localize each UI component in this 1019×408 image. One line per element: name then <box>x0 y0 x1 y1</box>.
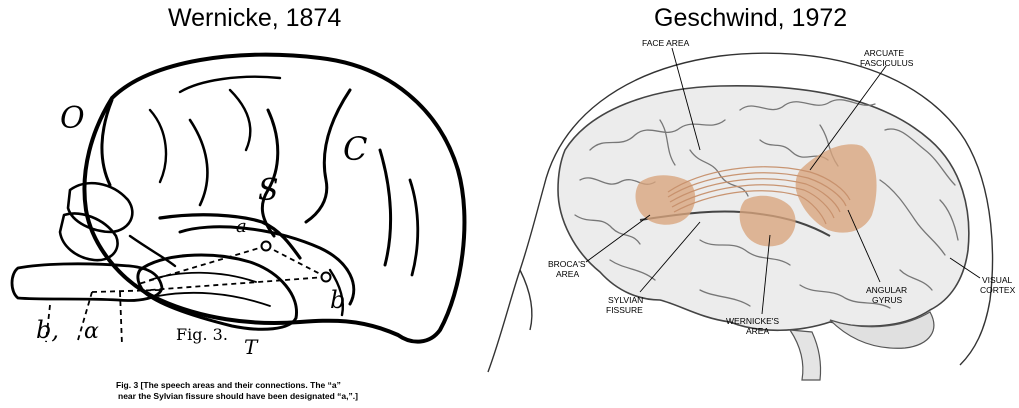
label-wernicke-1: WERNICKE'S <box>726 316 779 326</box>
figure-caption: Fig. 3 [The speech areas and their conne… <box>116 380 436 402</box>
label-sylvian-1: SYLVIAN <box>608 295 643 305</box>
caption-line-2: near the Sylvian fissure should have bee… <box>116 391 436 402</box>
letter-b: b <box>330 286 345 314</box>
letter-a: a <box>236 216 247 237</box>
node-b <box>322 273 331 282</box>
label-wernicke-2: AREA <box>746 326 769 336</box>
label-visual-2: CORTEX <box>980 285 1016 295</box>
label-face-area: FACE AREA <box>642 38 690 48</box>
fig-label: Fig. 3. <box>176 325 228 344</box>
label-arcuate-1: ARCUATE <box>864 48 904 58</box>
label-angular-2: GYRUS <box>872 295 903 305</box>
letter-t: T <box>244 335 259 359</box>
label-broca-2: AREA <box>556 269 579 279</box>
label-visual-1: VISUAL <box>982 275 1013 285</box>
label-sylvian-2: FISSURE <box>606 305 643 315</box>
letter-s: S <box>258 173 279 208</box>
letter-alpha: α <box>84 319 99 344</box>
node-a <box>262 242 271 251</box>
letter-o: O <box>60 101 85 136</box>
letter-b1: b, <box>36 316 59 344</box>
label-arcuate-2: FASCICULUS <box>860 58 914 68</box>
letter-c: C <box>343 130 367 168</box>
wernicke-brain-drawing <box>12 55 464 342</box>
caption-line-1: Fig. 3 [The speech areas and their conne… <box>116 380 436 391</box>
label-broca-1: BROCA'S <box>548 259 586 269</box>
label-angular-1: ANGULAR <box>866 285 907 295</box>
